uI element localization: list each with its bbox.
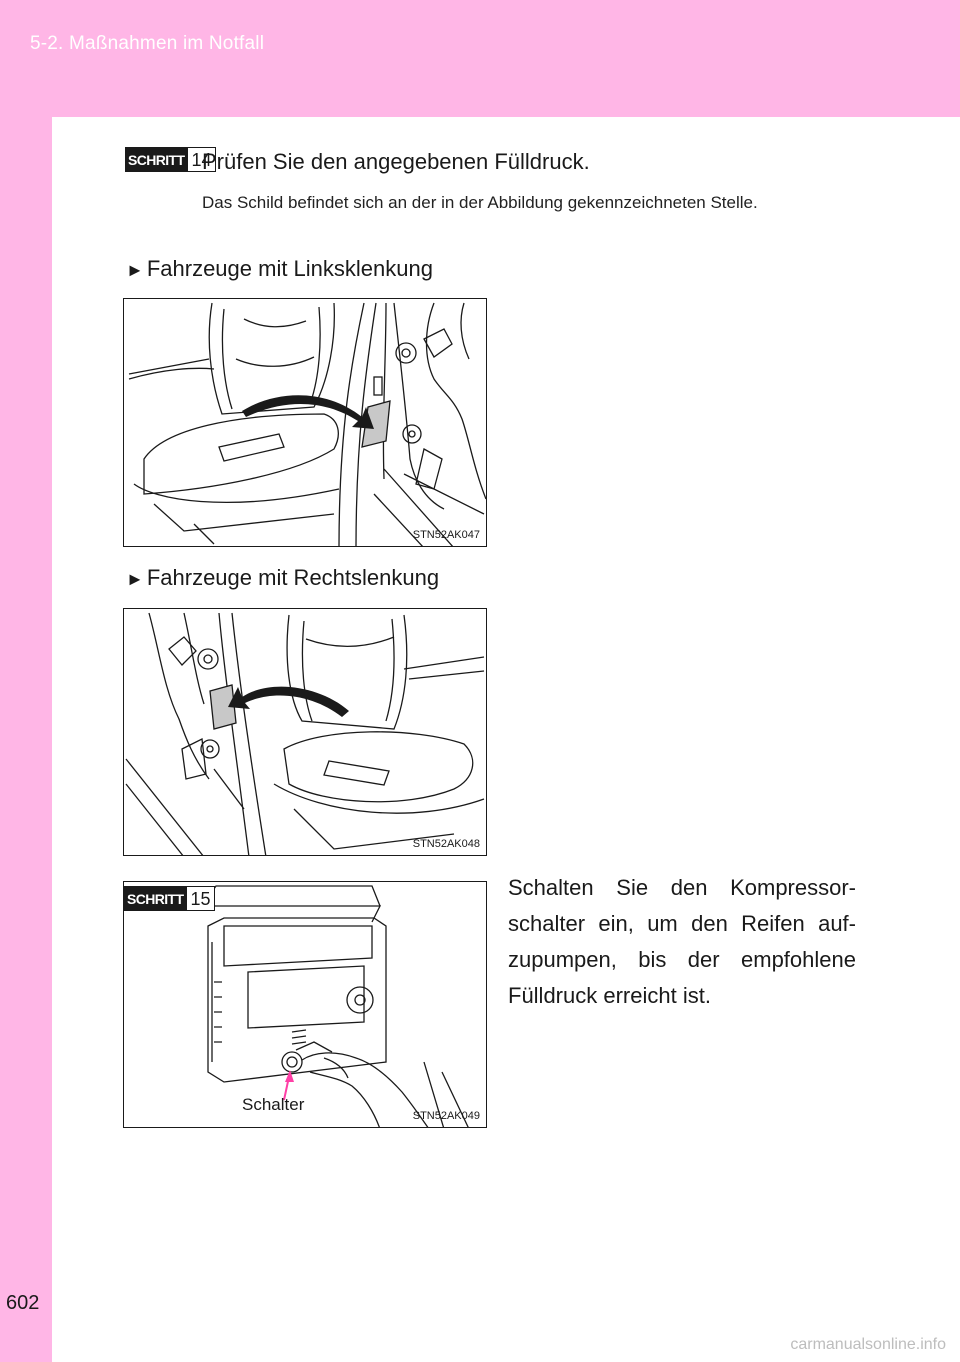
watermark: carmanualsonline.info — [790, 1336, 946, 1353]
step-15-badge: SCHRITT 15 — [124, 886, 215, 911]
triangle-bullet-icon: ► — [126, 569, 144, 589]
section-title: 5-2. Maßnahmen im Notfall — [30, 33, 265, 54]
step-badge-word: SCHRITT — [124, 886, 187, 911]
step-14-instruction: Prüfen Sie den angegebenen Fülldruck. — [202, 149, 590, 174]
figure-right-hand-drive: STN52AK048 — [123, 608, 487, 856]
bullet-label: Fahrzeuge mit Linksklenkung — [146, 256, 433, 281]
bullet-right-hand-drive: ►Fahrzeuge mit Rechtslenkung — [126, 565, 439, 591]
bullet-label: Fahrzeuge mit Rechtslenkung — [146, 565, 440, 590]
figure-code: STN52AK049 — [412, 1110, 480, 1122]
seat-and-door-pillar-illustration — [128, 302, 486, 546]
step-badge-number: 14 — [187, 147, 216, 172]
figure-compressor-switch: SCHRITT 15 Schalter STN52AK049 — [123, 881, 487, 1128]
step-14-badge: SCHRITT 14 — [125, 147, 216, 172]
figure-code: STN52AK047 — [412, 529, 480, 541]
step-15-instruction: Schalten Sie den Kompressor-schalter ein… — [508, 875, 856, 1008]
compressor-switch-illustration — [201, 885, 469, 1127]
page-number: 602 — [6, 1292, 40, 1314]
bullet-left-hand-drive: ►Fahrzeuge mit Linksklenkung — [126, 256, 433, 282]
figure-code: STN52AK048 — [412, 838, 480, 850]
side-band — [0, 117, 52, 1362]
figure-left-hand-drive: STN52AK047 — [123, 298, 487, 547]
step-badge-number: 15 — [186, 886, 215, 911]
header-band — [0, 0, 960, 117]
seat-and-door-pillar-illustration — [125, 612, 485, 855]
switch-label: Schalter — [242, 1095, 305, 1114]
step-badge-word: SCHRITT — [125, 147, 188, 172]
step-14-note: Das Schild befindet sich an der in der A… — [202, 193, 758, 212]
triangle-bullet-icon: ► — [126, 260, 144, 280]
